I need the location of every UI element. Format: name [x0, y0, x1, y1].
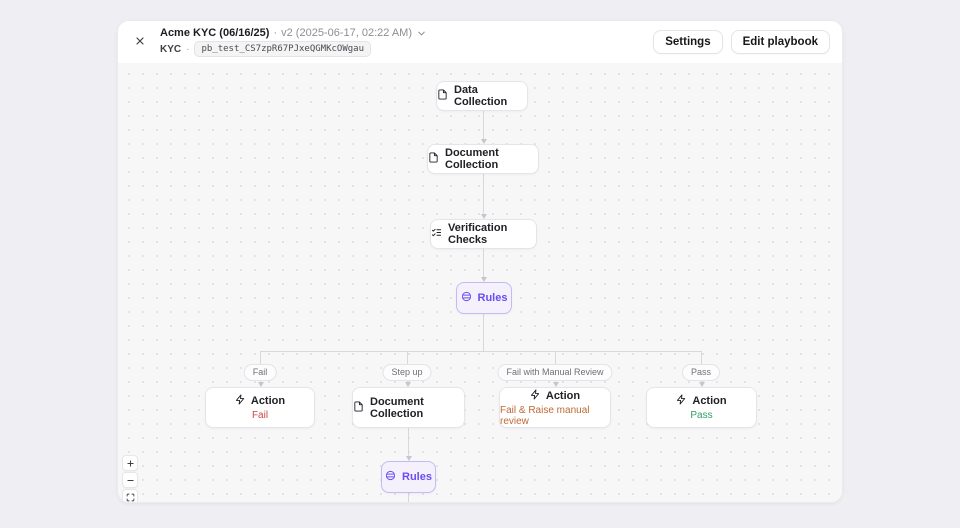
action-result-label: Pass [690, 410, 713, 421]
plus-icon [126, 456, 135, 471]
fit-view-icon [126, 490, 135, 503]
flow-canvas[interactable]: Data Collection Document Collection Veri… [118, 63, 842, 502]
file-icon [437, 89, 448, 103]
zap-icon [530, 388, 541, 403]
node-label: Document Collection [445, 147, 499, 171]
file-icon [428, 152, 439, 166]
arrowhead-icon [404, 382, 411, 387]
edge-connector [483, 174, 484, 214]
playbook-id-chip[interactable]: pb_test_CS7zpR67PJxeQGMKcOWgau [194, 41, 372, 57]
edge-label-fail: Fail [243, 364, 277, 381]
fit-view-button[interactable] [122, 489, 138, 503]
playbook-panel: Acme KYC (06/16/25) · v2 (2025-06-17, 02… [117, 20, 843, 503]
playbook-type-label: KYC [160, 43, 182, 55]
arrowhead-icon [698, 382, 705, 387]
node-rules-bottom[interactable]: Rules [381, 461, 436, 493]
node-label: Rules [402, 471, 432, 483]
node-action-pass[interactable]: Action Pass [646, 387, 757, 428]
arrowhead-icon [480, 139, 487, 144]
header-text: Acme KYC (06/16/25) · v2 (2025-06-17, 02… [160, 27, 427, 57]
edge-label-pass: Pass [681, 364, 721, 381]
arrowhead-icon [257, 382, 264, 387]
node-label: Data Collection [454, 84, 508, 108]
rules-icon [385, 470, 396, 484]
edge-connector [483, 111, 484, 139]
playbook-title: Acme KYC (06/16/25) [160, 27, 270, 39]
version-label[interactable]: v2 (2025-06-17, 02:22 AM) [281, 27, 412, 39]
edge-connector [408, 428, 409, 456]
arrowhead-icon [480, 277, 487, 282]
edge-connector [483, 314, 484, 351]
node-label: Rules [477, 292, 508, 304]
node-verification-checks[interactable]: Verification Checks [430, 219, 537, 249]
node-action-fail[interactable]: Action Fail [205, 387, 315, 428]
zap-icon [235, 394, 246, 408]
node-document-collection[interactable]: Document Collection [427, 144, 539, 174]
node-label: Verification Checks [448, 222, 508, 246]
zoom-out-button[interactable] [122, 472, 138, 488]
rules-icon [461, 291, 472, 305]
settings-button[interactable]: Settings [653, 30, 723, 54]
node-rules[interactable]: Rules [456, 282, 512, 314]
edge-connector [408, 493, 409, 502]
chevron-down-icon[interactable] [416, 28, 427, 39]
action-result-label: Fail [251, 410, 269, 421]
type-separator: · [186, 43, 190, 55]
node-data-collection[interactable]: Data Collection [436, 81, 528, 111]
edge-connector [483, 249, 484, 277]
list-checks-icon [431, 227, 442, 241]
arrowhead-icon [480, 214, 487, 219]
node-action-fail-manual-review[interactable]: Action Fail & Raise manual review [499, 387, 611, 428]
edge-label-step-up: Step up [382, 364, 432, 381]
zap-icon [676, 394, 687, 408]
arrowhead-icon [552, 382, 559, 387]
edit-playbook-button[interactable]: Edit playbook [730, 30, 830, 54]
node-label: Action [692, 395, 727, 407]
node-label: Action [250, 395, 286, 407]
title-separator: · [273, 27, 278, 39]
node-label: Action [545, 389, 581, 402]
node-label: Document Collection [370, 395, 424, 420]
node-document-collection-stepup[interactable]: Document Collection [352, 387, 465, 428]
file-icon [353, 400, 364, 415]
minus-icon [126, 473, 135, 488]
action-result-label: Fail & Raise manual review [500, 404, 590, 427]
edge-label-fail-manual-review: Fail with Manual Review [497, 364, 613, 381]
arrowhead-icon [405, 456, 412, 461]
zoom-in-button[interactable] [122, 455, 138, 471]
close-x-icon [134, 35, 146, 50]
edge-connector [260, 351, 701, 352]
close-button[interactable] [130, 32, 150, 52]
zoom-controls [122, 455, 138, 503]
panel-header: Acme KYC (06/16/25) · v2 (2025-06-17, 02… [118, 21, 842, 63]
